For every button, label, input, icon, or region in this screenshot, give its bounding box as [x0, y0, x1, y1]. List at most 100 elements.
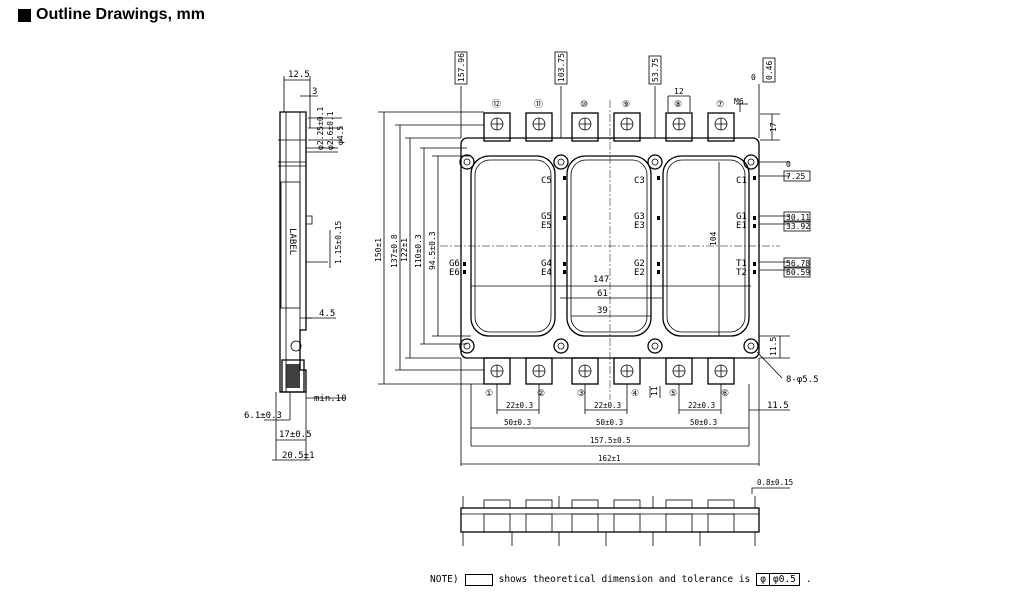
terminal-1: ①	[485, 389, 493, 399]
mounting-holes	[459, 154, 759, 354]
center-dimensions: 104 147 61 39	[593, 231, 718, 316]
pin-e1: E1	[736, 221, 747, 231]
pin-g5: G5	[541, 212, 552, 222]
side-view: 12.5 3 φ2.25±0.1 φ2.6±0.1 φ4.5 1.15±0.15…	[244, 70, 347, 461]
dim-m6: M6	[734, 97, 744, 106]
dim-4-5: 4.5	[319, 309, 335, 319]
dim-3: 3	[312, 87, 317, 97]
dim-162: 162±1	[598, 454, 621, 463]
terminal-numbers: ⑫ ⑪ ⑩ ⑨ ⑧ ⑦ ① ② ③ ④ ⑤ ⑥	[485, 99, 729, 399]
pin-g4: G4	[541, 259, 552, 269]
control-pins	[463, 176, 756, 274]
top-dimensions: 157.96 103.75 53.75 0 0.46 12 M6 17	[454, 51, 778, 132]
terminal-9: ⑨	[622, 100, 630, 110]
bottom-dimensions: 22±0.3 22±0.3 22±0.3 50±0.3 50±0.3 50±0.…	[504, 386, 789, 463]
dim-11: 11	[650, 386, 659, 396]
position-symbol-icon: φ	[757, 574, 771, 585]
dim-6-1: 6.1±0.3	[244, 411, 282, 421]
dim-7-25: 7.25	[786, 172, 805, 181]
terminal-11: ⑪	[534, 99, 543, 110]
left-dimensions: 150±1 137±0.8 122±1 110±0.3 94.5±0.3	[374, 231, 437, 270]
terminal-6: ⑥	[721, 389, 729, 399]
tolerance-symbol: φ φ0.5	[756, 573, 800, 586]
dim-150: 150±1	[374, 238, 383, 262]
theoretical-dimension-box-icon	[464, 573, 493, 586]
dim-22-b: 22±0.3	[594, 401, 621, 410]
pin-e2: E2	[634, 268, 645, 278]
dim-122: 122±1	[400, 238, 409, 262]
dim-17-top: 17	[769, 122, 778, 132]
pin-labels: C5 G5 E5 G4 E4 C3 G3 E3 G2 E2 C1 G1 E1 T…	[449, 176, 747, 278]
terminal-2: ②	[537, 389, 545, 399]
note-prefix: NOTE)	[430, 574, 459, 585]
dim-phi-4-5: φ4.5	[336, 126, 345, 145]
title-square-icon	[18, 8, 31, 22]
pin-e3: E3	[634, 221, 645, 231]
dim-0-46: 0.46	[765, 61, 774, 80]
note-end: .	[805, 574, 812, 585]
page-title: Outline Drawings, mm	[36, 6, 205, 23]
pin-g3: G3	[634, 212, 645, 222]
pin-t2: T2	[736, 268, 747, 278]
terminal-3: ③	[577, 389, 585, 399]
dim-56-78: 56.78	[786, 259, 810, 268]
terminal-4: ④	[631, 389, 639, 399]
dim-61: 61	[597, 289, 608, 299]
terminal-5: ⑤	[669, 389, 677, 399]
dim-53-75: 53.75	[651, 58, 660, 82]
label-text: LABEL	[287, 228, 297, 255]
dim-104: 104	[709, 231, 718, 246]
title-block: Outline Drawings, mm	[18, 6, 205, 24]
dim-12: 12	[674, 87, 684, 96]
pin-e4: E4	[541, 268, 552, 278]
dim-0-top: 0	[751, 73, 756, 82]
dim-22-a: 22±0.3	[506, 401, 533, 410]
pin-t1: T1	[736, 259, 747, 269]
dim-0-right: 0	[786, 160, 791, 169]
terminal-10: ⑩	[580, 100, 588, 110]
dim-147: 147	[593, 275, 609, 285]
dim-22-c: 22±0.3	[688, 401, 715, 410]
dim-137: 137±0.8	[390, 234, 399, 268]
pin-g2: G2	[634, 259, 645, 269]
right-dimensions: 0 7.25 30.11 33.92 56.78 60.59 11.5 8-φ5…	[769, 160, 819, 385]
note-text: shows theoretical dimension and toleranc…	[498, 574, 751, 585]
dim-33-92: 33.92	[786, 222, 810, 231]
bottom-terminals	[483, 357, 735, 385]
dim-39: 39	[597, 306, 608, 316]
terminal-7: ⑦	[716, 100, 724, 110]
tolerance-value: φ0.5	[773, 574, 796, 585]
dim-8-phi-5-5: 8-φ5.5	[786, 375, 819, 385]
dim-157-96: 157.96	[457, 53, 466, 82]
dim-20-5: 20.5±1	[282, 451, 315, 461]
front-view: 0.8±0.15	[460, 478, 793, 546]
pin-e6: E6	[449, 268, 460, 278]
dim-50-c: 50±0.3	[690, 418, 717, 427]
dim-phi-2-6: φ2.6±0.1	[326, 111, 335, 150]
dim-110: 110±0.3	[414, 234, 423, 268]
dim-12-5: 12.5	[288, 70, 310, 80]
dim-50-a: 50±0.3	[504, 418, 531, 427]
top-terminals	[483, 112, 735, 142]
dim-60-59: 60.59	[786, 268, 810, 277]
dim-157-5: 157.5±0.5	[590, 436, 631, 445]
dim-11-5-right: 11.5	[769, 337, 778, 356]
terminal-12: ⑫	[492, 99, 501, 110]
pin-g1: G1	[736, 212, 747, 222]
pin-g6: G6	[449, 259, 460, 269]
plan-view	[378, 84, 790, 466]
terminal-8: ⑧	[674, 100, 682, 110]
dim-94-5: 94.5±0.3	[428, 231, 437, 270]
dim-103-75: 103.75	[557, 53, 566, 82]
pin-c3: C3	[634, 176, 645, 186]
dim-17: 17±0.5	[279, 430, 312, 440]
pin-c5: C5	[541, 176, 552, 186]
dim-0-8: 0.8±0.15	[757, 478, 793, 487]
pin-c1: C1	[736, 176, 747, 186]
dim-50-b: 50±0.3	[596, 418, 623, 427]
pin-e5: E5	[541, 221, 552, 231]
note: NOTE) shows theoretical dimension and to…	[430, 573, 812, 586]
dim-11-5-bottom: 11.5	[767, 401, 789, 411]
dim-1-15: 1.15±0.15	[334, 220, 343, 264]
